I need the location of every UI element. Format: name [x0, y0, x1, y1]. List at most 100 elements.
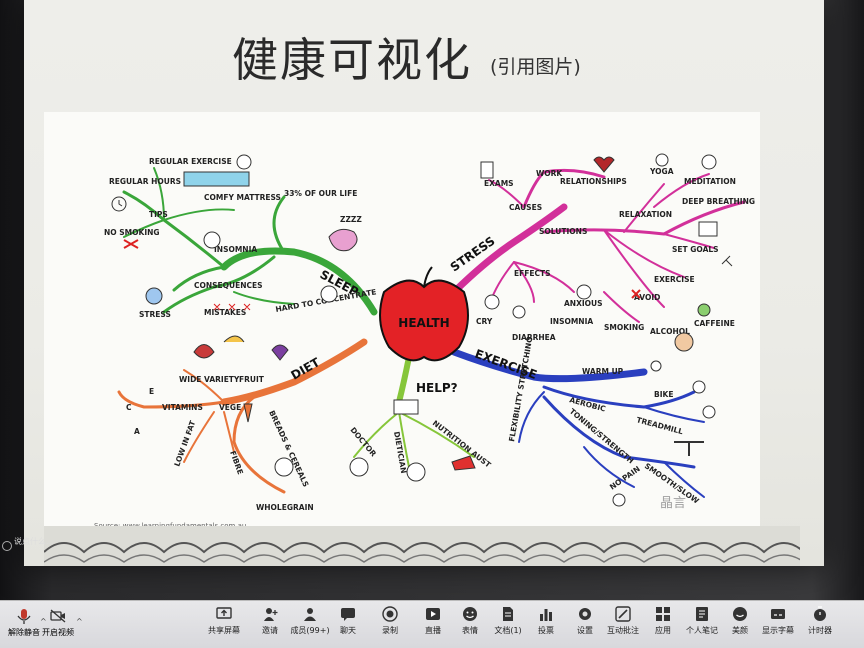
diet-item: VEGE	[219, 403, 241, 412]
stress-item: SMOKING	[604, 323, 644, 332]
branch-help: HELP?	[416, 381, 458, 395]
stress-item: MEDITATION	[684, 177, 736, 186]
apps-button[interactable]: 应用	[640, 605, 686, 636]
timer-button[interactable]: 计时器	[797, 605, 843, 636]
mute-toggle[interactable]: 解除静音	[2, 607, 46, 638]
sleep-item: COMFY MATTRESS	[204, 193, 281, 202]
diet-item: C	[126, 403, 132, 412]
notes-button[interactable]: 个人笔记	[679, 605, 725, 636]
stress-item: SET GOALS	[672, 245, 719, 254]
record-button[interactable]: 录制	[367, 605, 413, 636]
stress-item: RELATIONSHIPS	[560, 177, 627, 186]
captions-icon	[771, 609, 785, 619]
sleep-item: REGULAR EXERCISE	[149, 157, 232, 166]
diet-item: WIDE VARIETY	[179, 375, 240, 384]
stress-item: YOGA	[649, 167, 674, 176]
sleep-item: CONSEQUENCES	[194, 281, 263, 290]
help-item: DOCTOR	[348, 426, 378, 459]
chat-hint-icon	[2, 541, 12, 551]
center-label: HEALTH	[398, 316, 449, 330]
exercise-item: TREADMILL	[635, 415, 684, 436]
sleep-item: 33% OF OUR LIFE	[284, 189, 357, 198]
timer-icon	[814, 606, 826, 621]
sleep-item: NO SMOKING	[104, 228, 160, 237]
live-icon	[426, 608, 440, 620]
invite-button[interactable]: 邀请	[247, 605, 293, 636]
record-icon	[382, 606, 398, 622]
members-icon	[304, 608, 316, 621]
exercise-item: WARM UP	[582, 367, 624, 376]
stress-item: RELAXATION	[619, 210, 672, 219]
invite-icon	[264, 608, 278, 621]
vote-icon	[540, 609, 552, 621]
sleep-item: REGULAR HOURS	[109, 177, 181, 186]
stress-item: ALCOHOL	[650, 327, 690, 336]
share-screen-icon	[216, 607, 232, 619]
beauty-button[interactable]: 美颜	[717, 605, 763, 636]
stress-item: AVOID	[634, 293, 660, 302]
stress-item: EXERCISE	[654, 275, 695, 284]
chat-hint[interactable]: 说点什么...	[14, 537, 54, 546]
diet-item: VITAMINS	[162, 403, 203, 412]
share-screen-button[interactable]: 共享屏幕	[201, 605, 247, 636]
stress-item: DEEP BREATHING	[682, 197, 755, 206]
diet-item: WHOLEGRAIN	[256, 503, 314, 512]
sleep-item: TIPS	[149, 210, 168, 219]
wave-decoration	[44, 526, 800, 566]
chat-icon	[341, 608, 355, 621]
live-button[interactable]: 直播	[410, 605, 456, 636]
sleep-item: INSOMNIA	[214, 245, 257, 254]
mic-options-chevron-icon[interactable]: ^	[40, 617, 47, 626]
emoji-button[interactable]: 表情	[447, 605, 493, 636]
vote-button[interactable]: 投票	[523, 605, 569, 636]
meeting-toolbar: 解除静音 ^ 开启视频 ^ 共享屏幕 邀请 成员(99+) 聊天 录制 直播 表…	[0, 600, 864, 648]
sleep-item: MISTAKES	[204, 308, 246, 317]
stress-item: CAUSES	[509, 203, 542, 212]
mindmap-drawing: HEALTH SLEEP STRESS DIET HELP? EXERCISE …	[94, 153, 755, 530]
stress-item: ANXIOUS	[564, 299, 603, 308]
stress-item: EXAMS	[484, 179, 514, 188]
stress-item: DIARRHEA	[512, 333, 556, 342]
stress-item: CAFFEINE	[694, 319, 735, 328]
exercise-item: TONING/STRENGTH	[568, 407, 636, 466]
diet-item: A	[134, 427, 140, 436]
diet-item: E	[149, 387, 154, 396]
diet-item: FIBRE	[228, 450, 245, 476]
diet-item: BREADS & CEREALS	[267, 409, 310, 488]
slide-title: 健康可视化	[232, 33, 472, 87]
video-toggle[interactable]: 开启视频	[36, 607, 80, 638]
health-apple: HEALTH	[379, 266, 469, 362]
document-button[interactable]: 文档(1)	[485, 605, 531, 636]
sleep-item: ZZZZ	[340, 215, 362, 224]
emoji-icon	[463, 607, 477, 621]
video-options-chevron-icon[interactable]: ^	[76, 617, 83, 626]
doodles	[111, 153, 733, 507]
branch-stress: STRESS	[448, 234, 498, 275]
health-mindmap-image: HEALTH SLEEP STRESS DIET HELP? EXERCISE …	[44, 112, 760, 534]
notes-icon	[696, 607, 708, 621]
sleep-item: STRESS	[139, 310, 171, 319]
exercise-item: BIKE	[654, 390, 673, 399]
exercise-item: FLEXIBILITY STRETCHING	[507, 336, 534, 442]
stress-item: WORK	[536, 169, 563, 178]
captions-button[interactable]: 显示字幕	[755, 605, 801, 636]
slide-subtitle: (引用图片)	[490, 56, 581, 78]
stress-item: SOLUTIONS	[539, 227, 587, 236]
chat-button[interactable]: 聊天	[325, 605, 371, 636]
stress-item: INSOMNIA	[550, 317, 593, 326]
stress-item: CRY	[476, 317, 493, 326]
document-icon	[503, 607, 513, 621]
diet-item: FRUIT	[239, 375, 265, 384]
stress-item: EFFECTS	[514, 269, 551, 278]
settings-button[interactable]: 设置	[562, 605, 608, 636]
annotate-icon	[615, 606, 631, 622]
settings-icon	[579, 608, 591, 620]
beauty-icon	[733, 607, 747, 621]
apps-icon	[656, 607, 670, 621]
mic-icon	[17, 609, 31, 624]
video-icon	[50, 609, 66, 623]
watermark: 晶言	[660, 496, 687, 511]
annotate-button[interactable]: 互动批注	[600, 605, 646, 636]
members-button[interactable]: 成员(99+)	[287, 605, 333, 636]
exercise-item: NO PAIN	[608, 464, 642, 491]
